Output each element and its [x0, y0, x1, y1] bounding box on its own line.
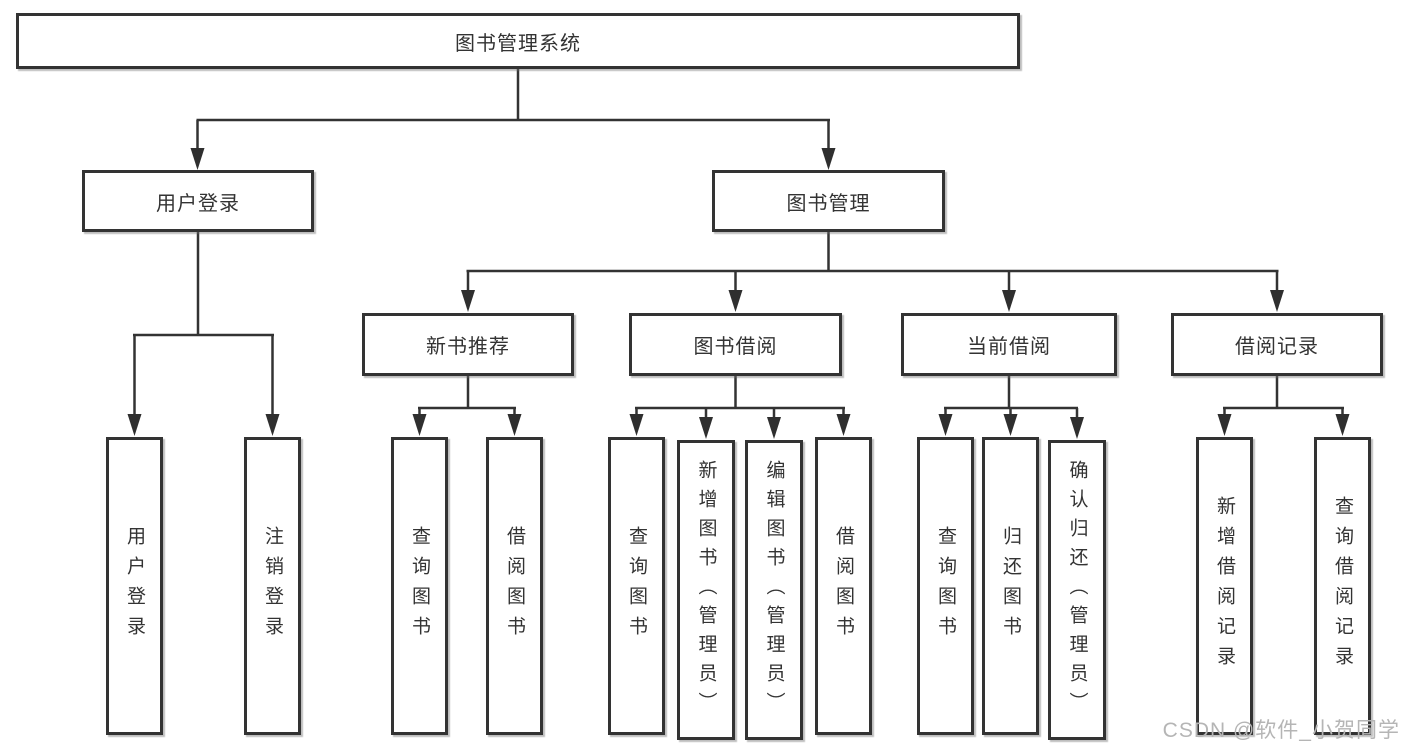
- leaf-confirm-return-admin: 确认归还（管理员）: [1048, 440, 1106, 740]
- node-label: 新增借阅记录: [1214, 496, 1235, 676]
- node-book-management: 图书管理: [712, 170, 945, 232]
- leaf-query-books-borrow: 查询图书: [608, 437, 665, 735]
- node-label: 借阅图书: [504, 526, 525, 646]
- node-label: 图书借阅: [693, 336, 778, 358]
- node-borrow-records: 借阅记录: [1171, 313, 1383, 376]
- leaf-user-login: 用户登录: [106, 437, 163, 735]
- node-label: 借阅记录: [1235, 336, 1319, 358]
- node-label: 注销登录: [262, 526, 283, 646]
- leaf-add-books-admin: 新增图书（管理员）: [677, 440, 735, 740]
- leaf-add-borrow-record: 新增借阅记录: [1196, 437, 1253, 735]
- node-label: 归还图书: [1000, 526, 1021, 646]
- node-new-book-recommend: 新书推荐: [362, 313, 574, 376]
- node-label: 当前借阅: [967, 336, 1051, 358]
- leaf-query-books-current: 查询图书: [917, 437, 974, 735]
- node-label: 用户登录: [124, 526, 145, 646]
- node-label: 借阅图书: [833, 526, 854, 646]
- node-label: 新书推荐: [426, 336, 510, 358]
- node-user-login: 用户登录: [82, 170, 314, 232]
- node-label: 新增图书（管理员）: [695, 459, 717, 721]
- leaf-borrow-books-recommend: 借阅图书: [486, 437, 543, 735]
- leaf-query-books-recommend: 查询图书: [391, 437, 448, 735]
- node-label: 查询图书: [626, 526, 647, 646]
- csdn-watermark: CSDN @软件_小贺同学: [1162, 719, 1400, 742]
- node-label: 编辑图书（管理员）: [763, 459, 785, 721]
- node-book-management-system: 图书管理系统: [16, 13, 1020, 69]
- leaf-borrow-books: 借阅图书: [815, 437, 872, 735]
- node-label: 用户登录: [156, 192, 240, 215]
- node-label: 查询图书: [409, 526, 430, 646]
- leaf-edit-books-admin: 编辑图书（管理员）: [745, 440, 803, 740]
- node-label: 查询图书: [935, 526, 956, 646]
- leaf-query-borrow-record: 查询借阅记录: [1314, 437, 1371, 735]
- leaf-logout: 注销登录: [244, 437, 301, 735]
- node-current-borrow: 当前借阅: [901, 313, 1117, 376]
- node-book-borrow: 图书借阅: [629, 313, 842, 376]
- node-label: 图书管理: [786, 192, 871, 215]
- node-label: 查询借阅记录: [1332, 496, 1353, 676]
- node-label: 确认归还（管理员）: [1066, 459, 1088, 721]
- leaf-return-books: 归还图书: [982, 437, 1039, 735]
- node-label: 图书管理系统: [455, 32, 581, 55]
